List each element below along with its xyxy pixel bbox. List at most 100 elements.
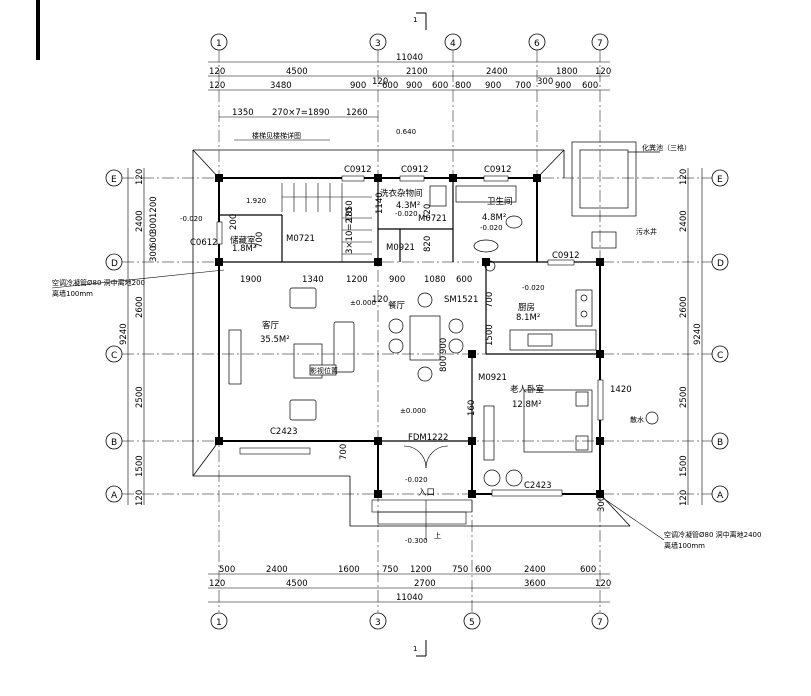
stair-dim-1890: 270×7=1890: [272, 108, 330, 118]
top-dim-2100: 2100: [406, 67, 428, 77]
bath-fixtures: [429, 185, 523, 272]
int-dim-1200: 1200: [346, 275, 368, 285]
axis-left-B: B: [111, 438, 117, 448]
int-dim-160: 900: [439, 338, 449, 354]
top-row3-600a: 600: [382, 81, 398, 91]
sewage-label: 污水井: [636, 227, 657, 236]
room-storage-area: 1.8M²: [232, 244, 256, 254]
axis-top-6: 6: [534, 39, 540, 49]
edge-bar: [36, 0, 40, 60]
level-landing: 1.920: [246, 197, 266, 205]
section-mark-top-label: 1: [413, 16, 417, 24]
axis-top-1: 1: [216, 39, 222, 49]
room-living-area: 35.5M²: [260, 335, 290, 345]
left-dim-120b: 120: [135, 490, 145, 506]
window-c2423-1: C2423: [270, 427, 298, 437]
left-inner-600: 600: [149, 232, 159, 248]
entry-doors: [371, 445, 473, 540]
axis-top-3: 3: [375, 39, 381, 49]
septic-label: 化粪池（三格）: [642, 143, 691, 152]
left-inner-300b: 300: [149, 246, 159, 262]
ac-note-right-2: 离墙100mm: [664, 541, 705, 550]
right-dim-2600: 2600: [679, 296, 689, 318]
bottom-dim-500: 500: [219, 565, 235, 575]
top-row3-700: 700: [515, 81, 531, 91]
top-dim-120a: 120: [209, 67, 225, 77]
door-m0721-1: M0721: [286, 234, 315, 244]
axis-left-D: D: [111, 259, 118, 269]
kitchen-furniture: [509, 289, 597, 351]
axis-bubbles-top: [210, 33, 609, 51]
room-bath-name: 卫生间: [487, 196, 513, 207]
living-furniture: [228, 287, 355, 421]
top-row3-120b: 120: [372, 77, 388, 87]
door-m0921-1: M0921: [386, 243, 415, 253]
section-right-label: 散水: [630, 415, 644, 424]
top-dim-1800: 1800: [556, 67, 578, 77]
ac-left-leader: [51, 269, 225, 289]
int-dim-300: 700: [339, 444, 349, 460]
axis-left-A: A: [111, 491, 118, 501]
left-inner-1200: 1200: [149, 196, 159, 218]
top-overall-dim: 11040: [396, 53, 423, 63]
top-dim-4500: 4500: [286, 67, 308, 77]
int-dim-800: 1500: [485, 324, 495, 346]
right-dim-300: 300: [597, 496, 607, 512]
section-bubble-right: [645, 411, 659, 425]
section-mark-bottom: [416, 640, 427, 657]
columns: [215, 174, 604, 498]
top-dimension-lines: [208, 61, 610, 118]
left-dim-1500: 1500: [135, 455, 145, 477]
int-dim-1850: 1850: [345, 200, 355, 222]
door-m0921-2: M0921: [478, 373, 507, 383]
axis-top-4: 4: [450, 39, 456, 49]
door-fdm1222: FDM1222: [408, 433, 448, 443]
right-overall-dim: 9240: [693, 323, 703, 345]
bottom-dim-600b: 600: [580, 565, 596, 575]
window-c0912-3: C0912: [484, 165, 512, 175]
room-bath-area: 4.8M²: [482, 213, 506, 223]
int-dim-1900: 1900: [240, 275, 262, 285]
top-dim-2400: 2400: [486, 67, 508, 77]
axis-gridlines: [122, 50, 712, 612]
int-dim-1140: 1140: [375, 192, 385, 214]
bottom-dim-600a: 600: [475, 565, 491, 575]
int-dim-200: 200: [229, 214, 239, 230]
level-living: ±0.000: [350, 299, 376, 307]
int-dim-900b: 800: [439, 356, 449, 372]
axis-right-D: D: [717, 259, 724, 269]
int-dim-1340: 1340: [302, 275, 324, 285]
stair-dim-1260: 1260: [346, 108, 368, 118]
axis-right-C: C: [717, 351, 723, 361]
ac-right-leader: [599, 495, 665, 541]
bottom-row2-4500: 4500: [286, 579, 308, 589]
left-inner-300a: 300: [149, 218, 159, 234]
top-dim-120b: 120: [595, 67, 611, 77]
axis-bubbles-side: [105, 169, 729, 503]
room-living-name: 客厅: [262, 320, 280, 331]
top-row3-120: 120: [209, 81, 225, 91]
int-dim-1420: 160: [467, 400, 477, 416]
int-dim-700b: 700: [255, 232, 265, 248]
bottom-row2-120a: 120: [209, 579, 225, 589]
int-dim-820: 820: [423, 236, 433, 252]
int-dim-720: 720: [423, 204, 433, 220]
axis-bottom-3: 3: [375, 618, 381, 628]
eave-outline: [192, 149, 631, 527]
top-level-mark: 0.640: [396, 128, 416, 136]
window-c0612: C0612: [190, 238, 218, 248]
int-dim-1080: 1080: [424, 275, 446, 285]
window-c2423-2: C2423: [524, 481, 552, 491]
room-laundry-area: 4.3M²: [396, 201, 420, 211]
axis-bottom-1: 1: [216, 618, 222, 628]
bottom-row2-120b: 120: [595, 579, 611, 589]
right-dim-120a: 120: [679, 169, 689, 185]
bottom-overall-dim: 11040: [396, 593, 423, 603]
int-dim-600: 600: [456, 275, 472, 285]
window-c0912-2: C0912: [401, 165, 429, 175]
axis-bubbles-bottom: [210, 612, 609, 630]
window-c0912-4: C0912: [552, 251, 580, 261]
axis-top-7: 7: [597, 39, 603, 49]
top-row3-900a: 900: [350, 81, 366, 91]
